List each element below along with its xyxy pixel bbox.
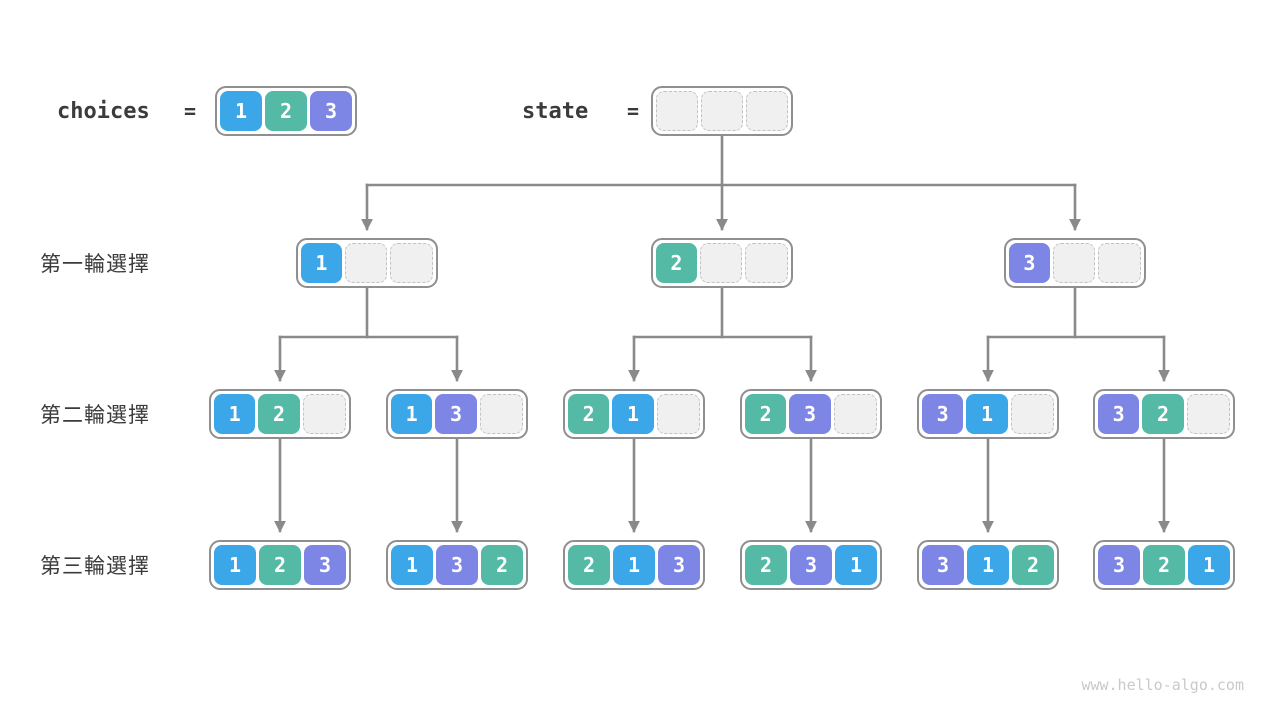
tree-node-l1: 2 xyxy=(651,238,793,288)
cell-1: 1 xyxy=(967,545,1009,585)
state-equals-sign: = xyxy=(627,99,640,123)
empty-cell xyxy=(656,91,698,131)
row-label-round-1: 第一輪選擇 xyxy=(40,253,150,276)
empty-cell xyxy=(699,243,743,283)
cell-2: 2 xyxy=(1143,545,1185,585)
cell-3: 3 xyxy=(790,545,832,585)
state-label: state xyxy=(522,98,589,124)
tree-node-l1: 3 xyxy=(1004,238,1146,288)
choices-equals-sign: = xyxy=(184,99,197,123)
cell-2: 2 xyxy=(1142,394,1184,434)
cell-1: 1 xyxy=(214,394,256,434)
cell-2: 2 xyxy=(265,91,307,131)
cell-2: 2 xyxy=(259,545,301,585)
cell-2: 2 xyxy=(1012,545,1054,585)
empty-cell xyxy=(833,394,877,434)
empty-cell xyxy=(1098,243,1142,283)
cell-1: 1 xyxy=(391,394,433,434)
empty-cell xyxy=(344,243,388,283)
cell-1: 1 xyxy=(301,243,342,283)
cell-3: 3 xyxy=(304,545,346,585)
cell-1: 1 xyxy=(966,394,1008,434)
cell-2: 2 xyxy=(568,545,610,585)
cell-3: 3 xyxy=(658,545,700,585)
cell-3: 3 xyxy=(435,394,477,434)
cell-3: 3 xyxy=(1009,243,1050,283)
choices-label: choices xyxy=(57,98,150,124)
cell-1: 1 xyxy=(220,91,262,131)
state-array xyxy=(651,86,793,136)
tree-node-l1: 1 xyxy=(296,238,438,288)
empty-cell xyxy=(1010,394,1054,434)
cell-3: 3 xyxy=(922,394,964,434)
cell-2: 2 xyxy=(656,243,697,283)
empty-cell xyxy=(302,394,346,434)
cell-2: 2 xyxy=(568,394,610,434)
cell-3: 3 xyxy=(436,545,478,585)
cell-2: 2 xyxy=(745,545,787,585)
empty-cell xyxy=(1186,394,1230,434)
empty-cell xyxy=(656,394,700,434)
cell-1: 1 xyxy=(613,545,655,585)
empty-cell xyxy=(746,91,788,131)
cell-3: 3 xyxy=(1098,545,1140,585)
cell-2: 2 xyxy=(481,545,523,585)
empty-cell xyxy=(745,243,789,283)
cell-1: 1 xyxy=(1188,545,1230,585)
cell-1: 1 xyxy=(835,545,877,585)
cell-1: 1 xyxy=(391,545,433,585)
cell-3: 3 xyxy=(1098,394,1140,434)
cell-3: 3 xyxy=(310,91,352,131)
cell-2: 2 xyxy=(745,394,787,434)
cell-3: 3 xyxy=(789,394,831,434)
cell-2: 2 xyxy=(258,394,300,434)
empty-cell xyxy=(1052,243,1096,283)
empty-cell xyxy=(390,243,434,283)
watermark: www.hello-algo.com xyxy=(1081,676,1244,694)
row-label-round-3: 第三輪選擇 xyxy=(40,555,150,578)
empty-cell xyxy=(479,394,523,434)
cell-1: 1 xyxy=(612,394,654,434)
row-label-round-2: 第二輪選擇 xyxy=(40,404,150,427)
empty-cell xyxy=(701,91,743,131)
cell-3: 3 xyxy=(922,545,964,585)
cell-1: 1 xyxy=(214,545,256,585)
